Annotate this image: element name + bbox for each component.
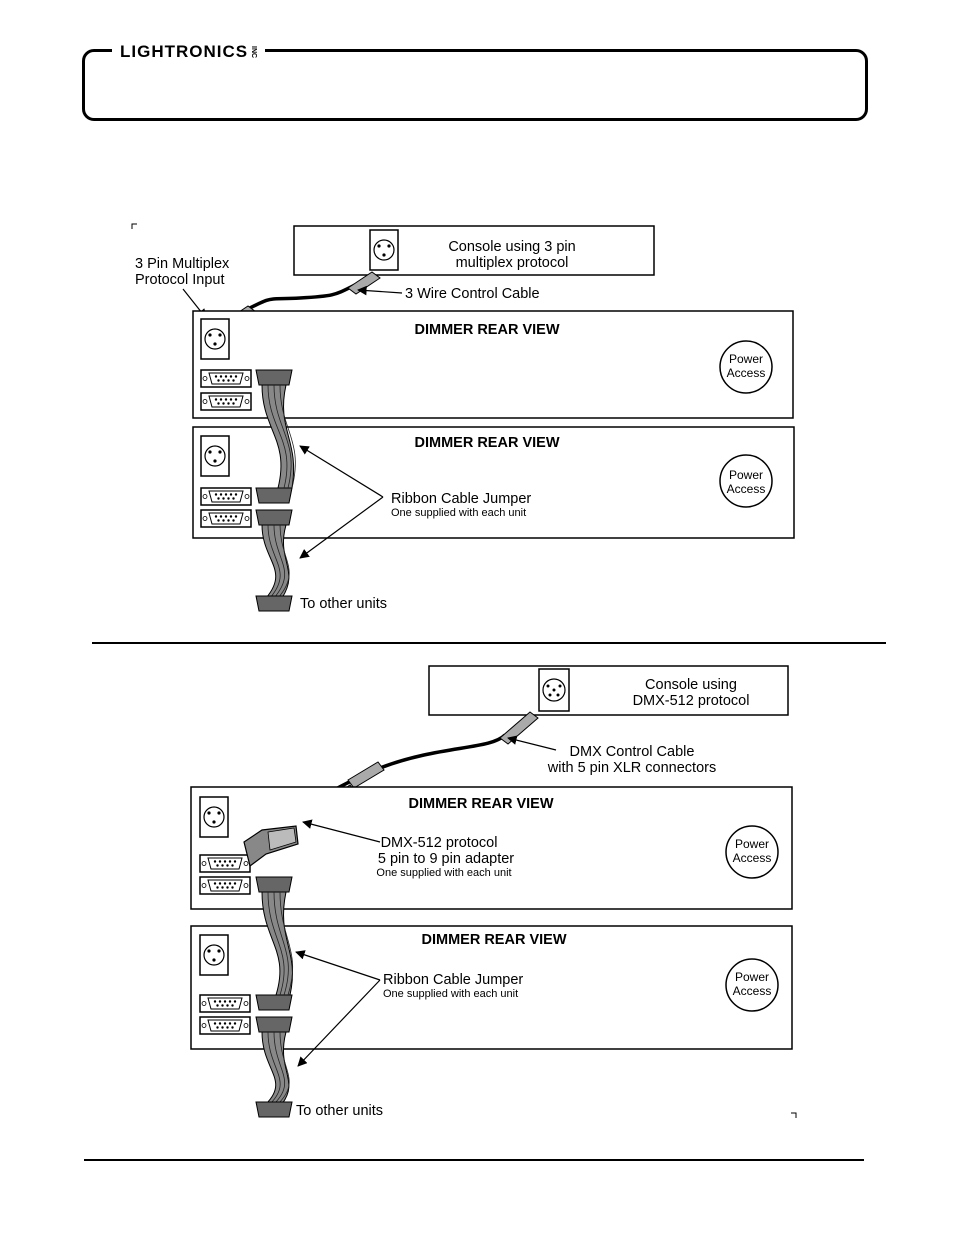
- svg-text:Power: Power: [735, 837, 769, 851]
- ribbon-cable-bottom-1: [261, 891, 293, 996]
- dmx-cable-label-1: DMX Control Cable: [570, 744, 695, 760]
- svg-text:Power: Power: [729, 468, 763, 482]
- power-access-1: [719, 340, 773, 394]
- three-wire-cable-label: 3 Wire Control Cable: [405, 286, 540, 302]
- console-3pin-label-1: Console using 3 pin: [448, 239, 575, 255]
- header-frame: [82, 49, 868, 121]
- power-access-4: [725, 958, 779, 1012]
- dmx-cable-label-2: with 5 pin XLR connectors: [547, 760, 716, 776]
- console-3pin-box: [293, 225, 655, 276]
- top-other-units: To other units: [300, 596, 387, 612]
- top-jumper-label: Ribbon Cable Jumper: [391, 491, 531, 507]
- svg-text:Power: Power: [735, 970, 769, 984]
- bottom-jumper-sub: One supplied with each unit: [383, 988, 518, 1000]
- three-wire-cable: [241, 283, 356, 314]
- dimmer-4-title: DIMMER REAR VIEW: [422, 932, 567, 948]
- console-dmx-label-1: Console using: [645, 677, 737, 693]
- dimmer-rear-view-1: [192, 310, 794, 419]
- svg-text:Access: Access: [727, 366, 766, 380]
- svg-text:Access: Access: [727, 482, 766, 496]
- power-access-3: [725, 825, 779, 879]
- lightronics-logo: LIGHTRONICS INC: [112, 42, 266, 62]
- ribbon-cable-top-2: [261, 524, 290, 599]
- bottom-jumper-label: Ribbon Cable Jumper: [383, 972, 523, 988]
- top-jumper-sub: One supplied with each unit: [391, 507, 526, 519]
- logo-text: LIGHTRONICS: [120, 42, 249, 61]
- adapter-sub: One supplied with each unit: [376, 867, 511, 879]
- svg-text:Power: Power: [729, 352, 763, 366]
- svg-text:Access: Access: [733, 984, 772, 998]
- dimmer-3-title: DIMMER REAR VIEW: [409, 796, 554, 812]
- input-label-1: 3 Pin Multiplex: [135, 256, 230, 272]
- ribbon-cable-top-1: [261, 384, 296, 489]
- power-access-2: [719, 454, 773, 508]
- dmx-adapter: [243, 825, 299, 868]
- console-dmx-box: [428, 665, 789, 716]
- console-dmx-label-2: DMX-512 protocol: [633, 693, 750, 709]
- svg-text:Access: Access: [733, 851, 772, 865]
- adapter-label-2: 5 pin to 9 pin adapter: [378, 851, 514, 867]
- bottom-other-units: To other units: [296, 1103, 383, 1119]
- console-3pin-label-2: multiplex protocol: [456, 255, 569, 271]
- dimmer-2-title: DIMMER REAR VIEW: [415, 435, 560, 451]
- logo-suffix: INC: [250, 45, 258, 59]
- input-label-2: Protocol Input: [135, 272, 224, 288]
- dimmer-1-title: DIMMER REAR VIEW: [415, 322, 560, 338]
- dimmer-rear-view-3: [190, 786, 793, 910]
- adapter-label-1: DMX-512 protocol: [381, 835, 498, 851]
